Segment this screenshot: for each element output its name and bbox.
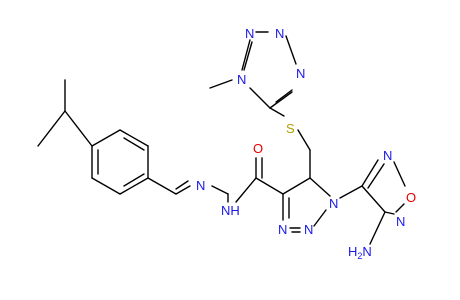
thioether-s-label: S xyxy=(286,121,295,136)
hydrazone-n-label: N xyxy=(196,178,205,193)
bond-lines xyxy=(37,31,406,245)
methyl-triazole-n-top-right-label: N xyxy=(275,26,284,41)
amide-nh-label: NH xyxy=(221,203,240,218)
triazole-n2-label: N xyxy=(304,222,313,237)
furazan-o-label: O xyxy=(406,190,416,205)
triazole-n1-label: N xyxy=(329,196,338,211)
methyl-triazole-n-top-left-label: N xyxy=(245,26,254,41)
triazole-n3-label: N xyxy=(278,222,287,237)
furazan-n-top-label: N xyxy=(383,148,392,163)
amino-nh2-label: H2N xyxy=(348,244,372,261)
carbonyl-o-label: O xyxy=(253,141,263,156)
methyl-triazole-n4-label: N xyxy=(237,72,246,87)
furazan-n-bottom-label: N xyxy=(396,214,405,229)
atom-labels: N NH O N N N S N N N N N O N H2N xyxy=(196,26,416,261)
methyl-triazole-n-right-label: N xyxy=(296,66,305,81)
